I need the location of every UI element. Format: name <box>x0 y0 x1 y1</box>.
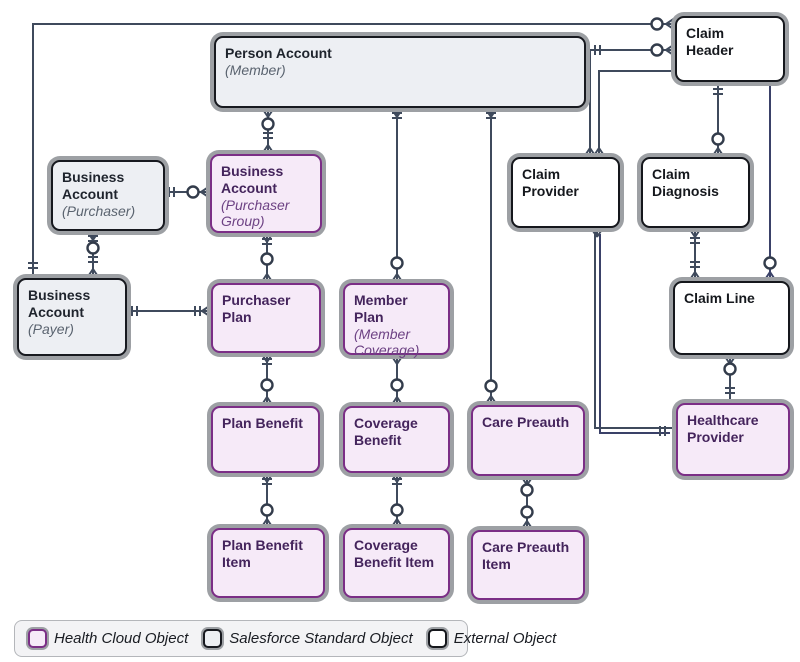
node-title: Claim Line <box>684 290 755 306</box>
node-title: Care Preauth <box>482 414 570 430</box>
node-plan-benefit: Plan Benefit <box>211 406 320 473</box>
node-care-preauth-item: Care Preauth Item <box>471 530 585 600</box>
legend-item-external: External Object <box>426 629 557 648</box>
node-claim-provider: Claim Provider <box>511 157 620 228</box>
node-care-preauth: Care Preauth <box>471 405 585 476</box>
node-subtitle: (Payer) <box>28 320 74 337</box>
node-subtitle: (Member Coverage) <box>354 325 420 359</box>
node-claim-header: Claim Header <box>675 16 785 82</box>
node-title: Coverage Benefit Item <box>354 537 435 570</box>
node-title: Claim Header <box>686 25 734 58</box>
node-coverage-benefit-item: Coverage Benefit Item <box>343 528 450 598</box>
legend-item-health-cloud: Health Cloud Object <box>26 629 188 648</box>
node-title: Claim Provider <box>522 166 579 199</box>
node-title: Healthcare Provider <box>687 412 759 445</box>
node-claim-diagnosis: Claim Diagnosis <box>641 157 750 228</box>
node-title: Care Preauth Item <box>482 539 570 572</box>
legend-label: External Object <box>453 630 557 647</box>
legend-item-standard: Salesforce Standard Object <box>201 629 413 648</box>
edge-lines-navy <box>599 82 777 434</box>
node-title: Business Account <box>221 163 284 196</box>
node-business-account-purchaser-group: Business Account (Purchaser Group) <box>210 154 322 233</box>
node-title: Business Account <box>28 287 91 320</box>
node-title: Coverage Benefit <box>354 415 418 448</box>
node-title: Business Account <box>62 169 125 202</box>
health-cloud-swatch-icon <box>28 629 47 648</box>
node-title: Purchaser Plan <box>222 292 291 325</box>
node-title: Member Plan <box>354 292 408 325</box>
node-plan-benefit-item: Plan Benefit Item <box>211 528 325 598</box>
legend-label: Salesforce Standard Object <box>229 630 413 647</box>
external-object-swatch-icon <box>427 629 447 648</box>
node-title: Plan Benefit Item <box>222 537 303 570</box>
node-claim-line: Claim Line <box>673 281 790 355</box>
node-person-account: Person Account (Member) <box>214 36 586 108</box>
salesforce-standard-swatch-icon <box>203 629 223 648</box>
node-coverage-benefit: Coverage Benefit <box>343 406 450 473</box>
legend-label: Health Cloud Object <box>54 630 189 647</box>
node-business-account-purchaser: Business Account (Purchaser) <box>51 160 165 231</box>
node-title: Claim Diagnosis <box>652 166 719 199</box>
node-title: Person Account <box>225 45 332 61</box>
node-business-account-payer: Business Account (Payer) <box>17 278 127 356</box>
legend: Health Cloud Object Salesforce Standard … <box>14 620 556 657</box>
node-purchaser-plan: Purchaser Plan <box>211 283 321 353</box>
node-subtitle: (Member) <box>225 61 286 78</box>
node-healthcare-provider: Healthcare Provider <box>676 403 790 476</box>
node-subtitle: (Purchaser) <box>62 202 136 219</box>
node-subtitle: (Purchaser Group) <box>221 196 290 230</box>
node-title: Plan Benefit <box>222 415 303 431</box>
relationship-dots <box>86 17 777 519</box>
node-member-plan: Member Plan (Member Coverage) <box>343 283 450 358</box>
